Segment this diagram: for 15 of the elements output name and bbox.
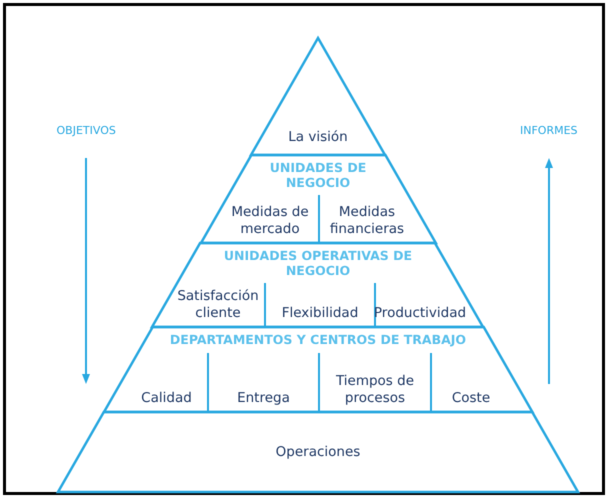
cell-label: Entrega xyxy=(237,390,290,407)
tier-heading: DEPARTAMENTOS Y CENTROS DE TRABAJO xyxy=(168,332,468,347)
cell-label: Tiempos de procesos xyxy=(334,373,416,407)
cell-label: Flexibilidad xyxy=(282,305,358,322)
side-label: INFORMES xyxy=(520,124,578,137)
tier-heading: UNIDADES DE NEGOCIO xyxy=(268,160,368,190)
cell-label: Calidad xyxy=(141,390,192,407)
tier-label: La visión xyxy=(287,129,349,146)
cell-label: Coste xyxy=(452,390,490,407)
side-label: OBJETIVOS xyxy=(56,124,116,137)
cell-label: Medidas financieras xyxy=(328,204,406,238)
tier-heading: UNIDADES OPERATIVAS DE NEGOCIO xyxy=(222,248,414,278)
tier-label: Operaciones xyxy=(274,444,362,461)
cell-label: Medidas de mercado xyxy=(230,204,310,238)
cell-label: Satisfacción cliente xyxy=(176,288,260,322)
